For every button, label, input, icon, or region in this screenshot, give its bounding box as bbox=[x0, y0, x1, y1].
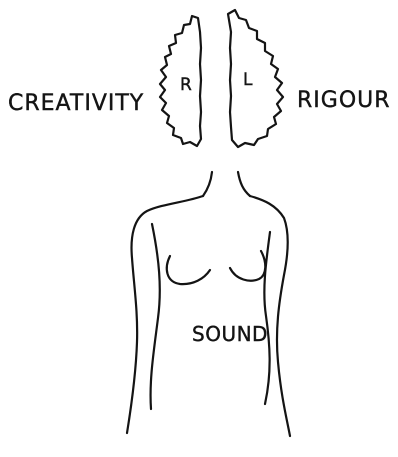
waist-right-line bbox=[264, 232, 270, 404]
hemisphere-r-label: R bbox=[180, 75, 192, 95]
rigour-label: RIGOUR bbox=[297, 88, 391, 113]
torso-left-outline bbox=[127, 196, 203, 433]
breast-left-curve bbox=[167, 256, 210, 284]
waist-left-line bbox=[151, 224, 160, 409]
creativity-label: CREATIVITY bbox=[8, 91, 144, 116]
sound-label: SOUND bbox=[192, 322, 268, 346]
hemisphere-l-label: L bbox=[243, 70, 253, 90]
breast-right-curve bbox=[230, 251, 265, 281]
neck-left-line bbox=[203, 172, 212, 196]
brain-left-hemisphere bbox=[228, 10, 283, 147]
neck-right-line bbox=[238, 172, 250, 196]
